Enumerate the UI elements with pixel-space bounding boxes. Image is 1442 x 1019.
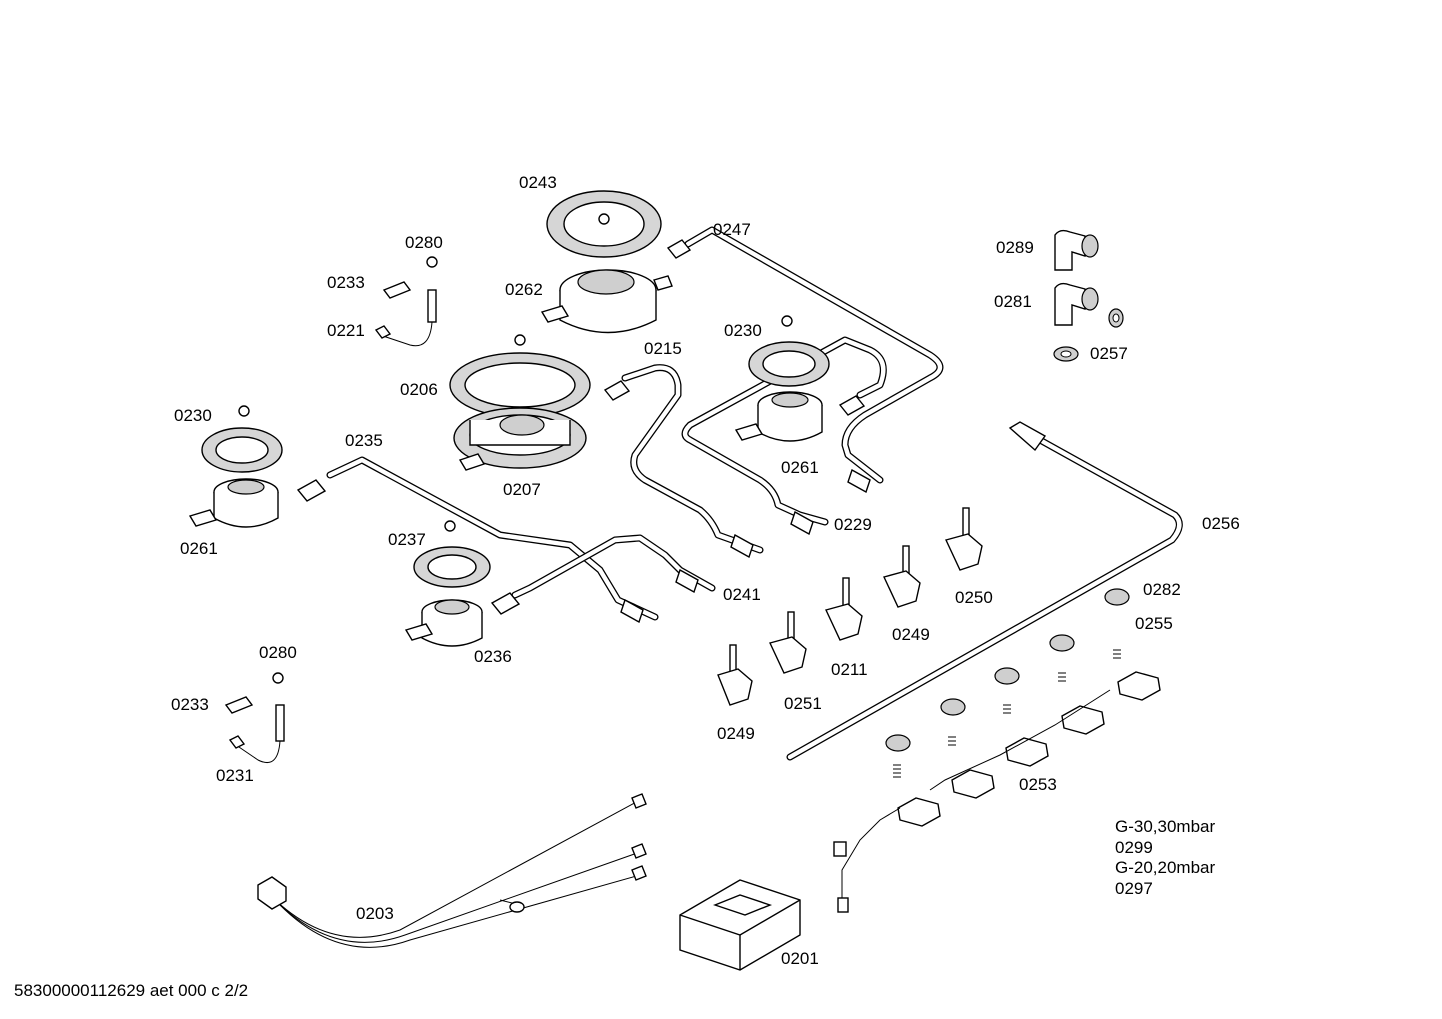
burner-cup-0236: [404, 599, 483, 647]
label-0256: 0256: [1202, 514, 1240, 533]
thermocouple-0221: [374, 256, 438, 347]
label-0237: 0237: [388, 530, 426, 549]
label-0261-left: 0261: [180, 539, 218, 558]
label-0233-top: 0233: [327, 273, 365, 292]
gas-type-notes: G-30,30mbar 0299 G-20,20mbar 0297: [1115, 817, 1215, 899]
thermocouple-0231: [224, 672, 285, 764]
label-0243: 0243: [519, 173, 557, 192]
gas-taps: [717, 507, 983, 706]
label-0230-right: 0230: [724, 321, 762, 340]
pipe-0247: [684, 226, 944, 484]
label-0207: 0207: [503, 480, 541, 499]
label-0215: 0215: [644, 339, 682, 358]
wok-ring-0206: [449, 334, 591, 418]
pipe-0235: [326, 456, 659, 621]
pipe-0256-manifold: [786, 421, 1183, 761]
document-footer-id: 58300000112629 aet 000 c 2/2: [14, 981, 249, 1000]
label-0206: 0206: [400, 380, 438, 399]
burner-gasket-0230-left: [201, 405, 283, 473]
label-0251: 0251: [784, 694, 822, 713]
gas-note-line-2: 0299: [1115, 837, 1153, 857]
label-0231: 0231: [216, 766, 254, 785]
knob-caps-0282: [885, 588, 1130, 752]
label-0249-lower: 0249: [717, 724, 755, 743]
label-0280-bottom: 0280: [259, 643, 297, 662]
label-0250: 0250: [955, 588, 993, 607]
burner-gasket-0230-right: [748, 315, 830, 387]
gas-note-line-4: 0297: [1115, 878, 1153, 898]
label-0281: 0281: [994, 292, 1032, 311]
pipe-0229: [681, 336, 887, 526]
label-0203: 0203: [356, 904, 394, 923]
label-0282: 0282: [1143, 580, 1181, 599]
springs-0255: [893, 649, 1121, 778]
elbow-connector-0289: [1054, 229, 1099, 271]
label-0229: 0229: [834, 515, 872, 534]
label-0247: 0247: [713, 220, 751, 239]
label-0235: 0235: [345, 431, 383, 450]
label-0257: 0257: [1090, 344, 1128, 363]
label-0262: 0262: [505, 280, 543, 299]
label-0249-upper: 0249: [892, 625, 930, 644]
label-0241: 0241: [723, 585, 761, 604]
label-0280-top: 0280: [405, 233, 443, 252]
gas-note-line-1: G-30,30mbar: [1115, 817, 1216, 836]
label-0211: 0211: [831, 660, 868, 679]
label-0255: 0255: [1135, 614, 1173, 633]
ignition-switch-harness-0253: [833, 671, 1161, 913]
burner-cup-0261-right: [734, 391, 823, 442]
wok-base-0207: [453, 407, 587, 471]
pipe-nut-fittings: [296, 239, 871, 624]
label-0221: 0221: [327, 321, 365, 340]
label-0253: 0253: [1019, 775, 1057, 794]
pipe-0215: [621, 364, 764, 554]
burner-cup-0262: [540, 269, 673, 334]
burner-gasket-0243: [546, 190, 662, 258]
gas-note-line-3: G-20,20mbar: [1115, 858, 1216, 877]
seal-ring-0257: [1053, 308, 1124, 362]
label-0230-left: 0230: [174, 406, 212, 425]
ignition-module-0201: [679, 879, 801, 971]
burner-cup-0261-left: [188, 478, 279, 528]
label-0201: 0201: [781, 949, 819, 968]
elbow-connector-0281: [1054, 282, 1099, 326]
label-0236: 0236: [474, 647, 512, 666]
label-0289: 0289: [996, 238, 1034, 257]
label-0233-bottom: 0233: [171, 695, 209, 714]
burner-gasket-0237: [413, 520, 491, 588]
label-0261-right: 0261: [781, 458, 819, 477]
wire-harness-0203: [257, 793, 647, 948]
